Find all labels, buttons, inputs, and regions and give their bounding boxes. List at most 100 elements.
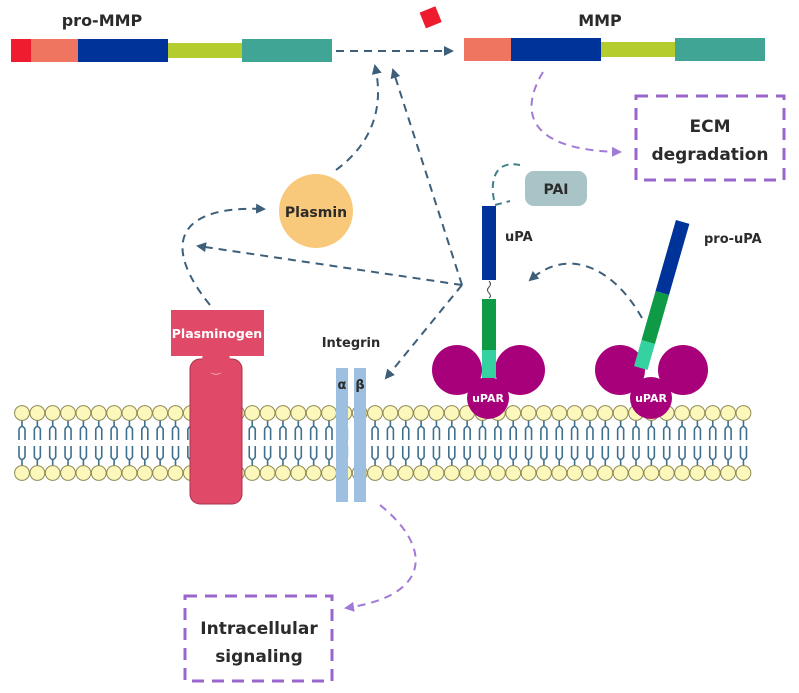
lipid-head-upper — [428, 405, 445, 421]
lipid-head-upper — [505, 405, 522, 421]
lipid-head-lower — [397, 465, 414, 481]
lipid-head-lower — [658, 465, 675, 481]
lipid-head-lower — [121, 465, 138, 481]
intracellular-signaling-box: Intracellular signaling — [183, 594, 334, 683]
pai-label: PAI — [543, 182, 568, 198]
lipid-tail-upper — [125, 420, 134, 440]
lipid-tail-lower — [294, 446, 303, 466]
lipid-tail-lower — [540, 446, 548, 466]
lipid-head-lower — [474, 465, 491, 481]
upa-to-plasminogen-arrow — [196, 242, 463, 286]
plasmin: Plasmin — [279, 174, 353, 248]
lipid-tail-lower — [739, 446, 748, 466]
lipid-tail-upper — [662, 420, 671, 440]
hemopexin-segment — [242, 39, 332, 62]
lipid-head-lower — [704, 465, 721, 481]
lipid-head-lower — [735, 465, 752, 481]
pai-inhibition-line — [491, 163, 521, 206]
lipid-tail-lower — [33, 446, 42, 466]
lipid-tail-upper — [708, 420, 717, 440]
lipid-head-lower — [167, 465, 184, 481]
plasmin-to-prommp-arrow — [335, 64, 382, 171]
lipid-head-upper — [582, 405, 598, 421]
lipid-tail-upper — [524, 420, 533, 440]
upar-left: uPAR — [432, 345, 545, 419]
pro-upa-protease-domain — [655, 219, 690, 295]
lipid-head-lower — [720, 465, 736, 481]
mmp-to-ecm-arrow — [530, 71, 622, 157]
integrin-alpha-subunit — [336, 368, 348, 502]
lipid-tail-upper — [632, 420, 640, 440]
cell-membrane — [14, 405, 752, 481]
lipid-head-lower — [305, 465, 322, 481]
lipid-tail-lower — [94, 446, 103, 466]
lipid-head-upper — [321, 405, 337, 421]
lipid-head-lower — [674, 465, 690, 481]
lipid-head-lower — [259, 465, 276, 481]
lipid-tail-upper — [739, 420, 748, 440]
lipid-head-upper — [167, 405, 184, 421]
ecm-label: ECM — [689, 117, 730, 137]
mmp-protein: MMP — [464, 11, 765, 61]
lipid-head-upper — [259, 405, 276, 421]
lipid-tail-lower — [448, 446, 456, 466]
lipid-tail-upper — [555, 420, 564, 440]
lipid-tail-lower — [724, 446, 732, 466]
lipid-head-lower — [275, 465, 291, 481]
upar-right-label: uPAR — [635, 392, 667, 405]
integrin-beta-subunit — [354, 368, 366, 502]
lipid-tail-lower — [125, 446, 134, 466]
lipid-head-lower — [551, 465, 568, 481]
lipid-head-upper — [60, 405, 76, 421]
lipid-tail-lower — [647, 446, 656, 466]
lipid-head-lower — [689, 465, 706, 481]
lipid-tail-upper — [33, 420, 42, 440]
alpha-label: α — [338, 378, 347, 393]
lipid-tail-lower — [171, 446, 180, 466]
lipid-tail-lower — [371, 446, 379, 466]
lipid-tail-lower — [632, 446, 640, 466]
lipid-tail-lower — [279, 446, 287, 466]
lipid-head-lower — [597, 465, 614, 481]
pro-upa-gfd-domain — [634, 340, 655, 370]
hinge-segment — [168, 43, 242, 58]
lipid-tail-lower — [401, 446, 410, 466]
lipid-head-lower — [612, 465, 629, 481]
lipid-tail-upper — [417, 420, 425, 440]
lipid-head-upper — [520, 405, 537, 421]
lipid-head-lower — [321, 465, 337, 481]
lipid-head-lower — [75, 465, 92, 481]
lipid-tail-lower — [432, 446, 441, 466]
lipid-head-lower — [90, 465, 107, 481]
lipid-tail-upper — [616, 420, 625, 440]
lipid-head-lower — [382, 465, 399, 481]
upa: uPA — [482, 206, 533, 378]
lipid-tail-lower — [616, 446, 625, 466]
plasminogen: Plasminogen — [171, 310, 264, 374]
lipid-head-upper — [551, 405, 568, 421]
intracellular-label: Intracellular — [200, 619, 318, 639]
lipid-head-lower — [443, 465, 460, 481]
lipid-tail-lower — [309, 446, 318, 466]
pro-mmp-label: pro-MMP — [62, 11, 143, 30]
lipid-tail-lower — [141, 446, 149, 466]
lipid-tail-upper — [141, 420, 149, 440]
lipid-tail-lower — [601, 446, 610, 466]
lipid-head-lower — [106, 465, 122, 481]
lipid-tail-upper — [325, 420, 333, 440]
lipid-head-lower — [566, 465, 583, 481]
upa-gfd-domain — [482, 350, 496, 378]
lipid-tail-upper — [248, 420, 257, 440]
lipid-head-lower — [489, 465, 506, 481]
lipid-head-lower — [628, 465, 644, 481]
lipid-head-lower — [536, 465, 552, 481]
lipid-tail-lower — [524, 446, 533, 466]
lipid-tail-lower — [248, 446, 257, 466]
lipid-tail-upper — [494, 420, 502, 440]
degradation-label: degradation — [651, 145, 768, 165]
catalytic-prodomain-segment — [31, 39, 78, 62]
mmp-catalytic-segment — [511, 38, 601, 61]
lipid-head-upper — [689, 405, 706, 421]
lipid-tail-lower — [570, 446, 579, 466]
lipid-head-lower — [367, 465, 383, 481]
